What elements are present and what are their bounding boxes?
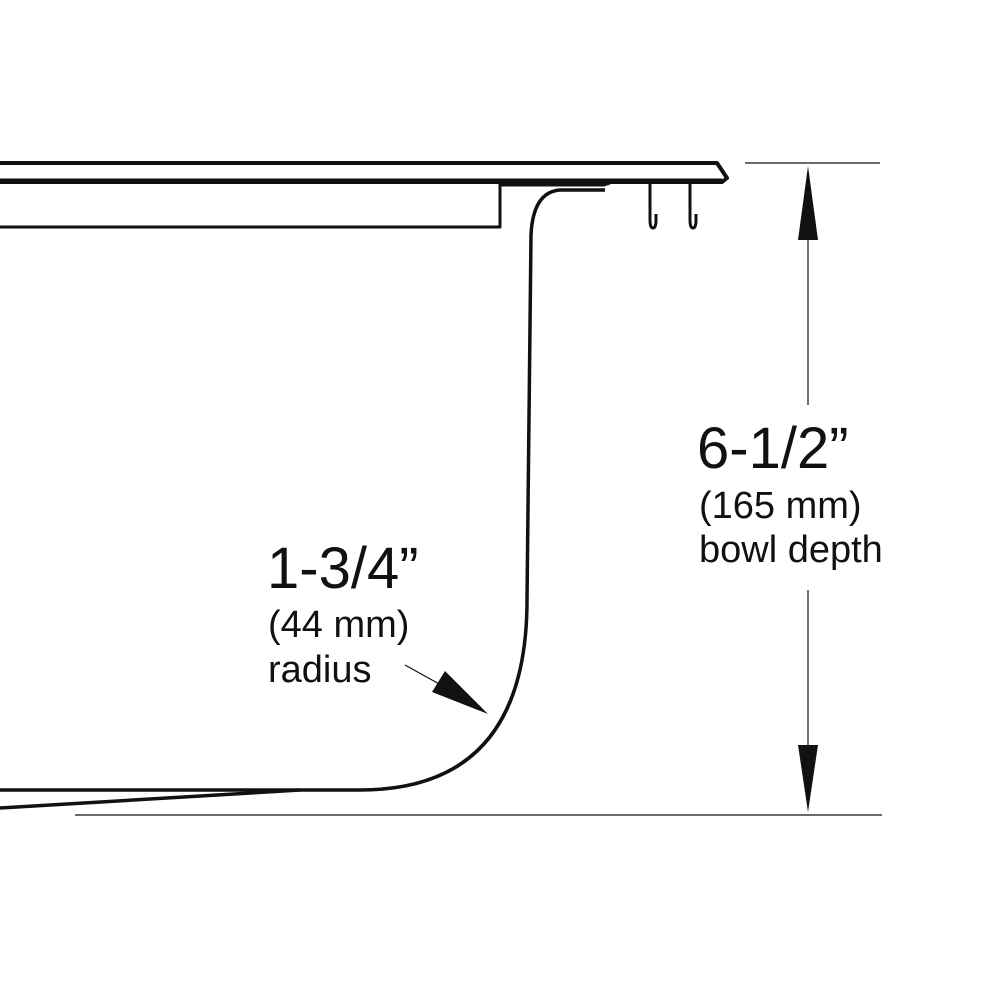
depth-metric: (165 mm) [699,485,862,527]
radius-metric: (44 mm) [268,604,410,646]
bowl-bottom-slope [0,788,301,810]
mounting-clip [648,183,658,230]
mounting-clip [688,183,698,230]
depth-value: 6-1/2” [697,416,849,481]
arrowhead-radius-icon [432,671,488,714]
rim-channel [0,184,502,229]
rim-ledge [500,181,611,187]
arrowhead-up-icon [798,166,818,240]
radius-label: radius [268,649,372,691]
arrowhead-down-icon [798,745,818,812]
radius-value: 1-3/4” [267,536,419,601]
bowl-wall [0,188,605,792]
depth-label: bowl depth [699,529,883,571]
